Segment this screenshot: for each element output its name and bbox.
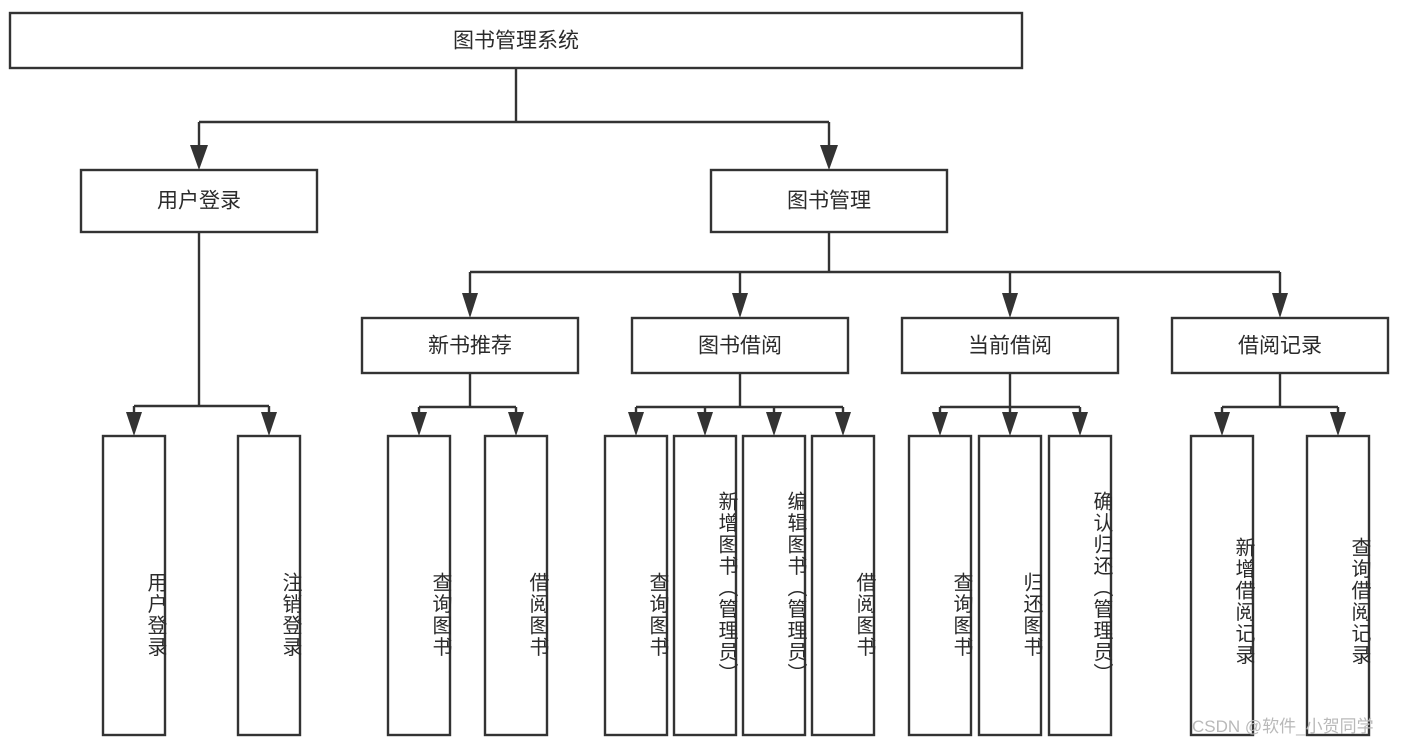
leaf-book-borrow-2-box[interactable] bbox=[672, 434, 738, 737]
connector-group-book-borrow bbox=[628, 373, 851, 436]
node-user-login-label: 用户登录 bbox=[157, 190, 241, 213]
connector-group-current-borrow bbox=[932, 373, 1088, 436]
leaf-borrow-record-2-box[interactable] bbox=[1305, 434, 1371, 737]
node-root-label: 图书管理系统 bbox=[453, 30, 579, 53]
leaf-book-borrow-3-box[interactable] bbox=[741, 434, 807, 737]
arrow-head-borrow-record bbox=[1272, 293, 1288, 318]
node-borrow-record-box[interactable] bbox=[1170, 316, 1390, 375]
arrow-head-bb-leaf-4 bbox=[835, 412, 851, 436]
leaf-user-login-1-box[interactable] bbox=[101, 434, 167, 737]
leaf-new-book-1-box[interactable] bbox=[386, 434, 452, 737]
arrow-head-leaf-user-login-2 bbox=[261, 412, 277, 436]
node-new-book-recommend-label: 新书推荐 bbox=[428, 335, 512, 358]
node-current-borrow-box[interactable] bbox=[900, 316, 1120, 375]
arrow-head-br-leaf-1 bbox=[1214, 412, 1230, 436]
leaf-current-borrow-3-box[interactable] bbox=[1047, 434, 1113, 737]
leaf-current-borrow-2-box[interactable] bbox=[977, 434, 1043, 737]
connector-group-user-login bbox=[126, 232, 277, 436]
connector-group-new-book bbox=[411, 373, 524, 436]
arrow-head-book-management bbox=[820, 145, 838, 170]
leaf-book-borrow-4-box[interactable] bbox=[810, 434, 876, 737]
leaf-current-borrow-1-box[interactable] bbox=[907, 434, 973, 737]
leaf-new-book-2-box[interactable] bbox=[483, 434, 549, 737]
arrow-head-current-borrow bbox=[1002, 293, 1018, 318]
node-borrow-record-label: 借阅记录 bbox=[1238, 335, 1322, 358]
node-book-management-label: 图书管理 bbox=[787, 190, 871, 213]
connector-group-root bbox=[190, 68, 838, 170]
connector-group-book-management bbox=[462, 232, 1288, 318]
arrow-head-bb-leaf-3 bbox=[766, 412, 782, 436]
arrow-head-br-leaf-2 bbox=[1330, 412, 1346, 436]
leaf-book-borrow-1-box[interactable] bbox=[603, 434, 669, 737]
arrow-head-bb-leaf-1 bbox=[628, 412, 644, 436]
connector-group-borrow-record bbox=[1214, 373, 1346, 436]
csdn-watermark: CSDN @软件_小贺同学 bbox=[1192, 717, 1374, 736]
arrow-head-user-login bbox=[190, 145, 208, 170]
arrow-head-bb-leaf-2 bbox=[697, 412, 713, 436]
node-book-borrow-box[interactable] bbox=[630, 316, 850, 375]
arrow-head-new-book bbox=[462, 293, 478, 318]
arrow-head-cb-leaf-1 bbox=[932, 412, 948, 436]
arrow-head-nb-leaf-2 bbox=[508, 412, 524, 436]
node-current-borrow-label: 当前借阅 bbox=[968, 335, 1052, 358]
node-user-login-box[interactable] bbox=[79, 168, 319, 234]
leaf-borrow-record-1-box[interactable] bbox=[1189, 434, 1255, 737]
arrow-head-cb-leaf-2 bbox=[1002, 412, 1018, 436]
node-new-book-recommend-box[interactable] bbox=[360, 316, 580, 375]
node-root-box[interactable] bbox=[8, 11, 1024, 70]
arrow-head-cb-leaf-3 bbox=[1072, 412, 1088, 436]
leaf-user-login-2-box[interactable] bbox=[236, 434, 302, 737]
node-book-borrow-label: 图书借阅 bbox=[698, 335, 782, 358]
node-book-management-box[interactable] bbox=[709, 168, 949, 234]
arrow-head-leaf-user-login-1 bbox=[126, 412, 142, 436]
arrow-head-nb-leaf-1 bbox=[411, 412, 427, 436]
arrow-head-book-borrow bbox=[732, 293, 748, 318]
